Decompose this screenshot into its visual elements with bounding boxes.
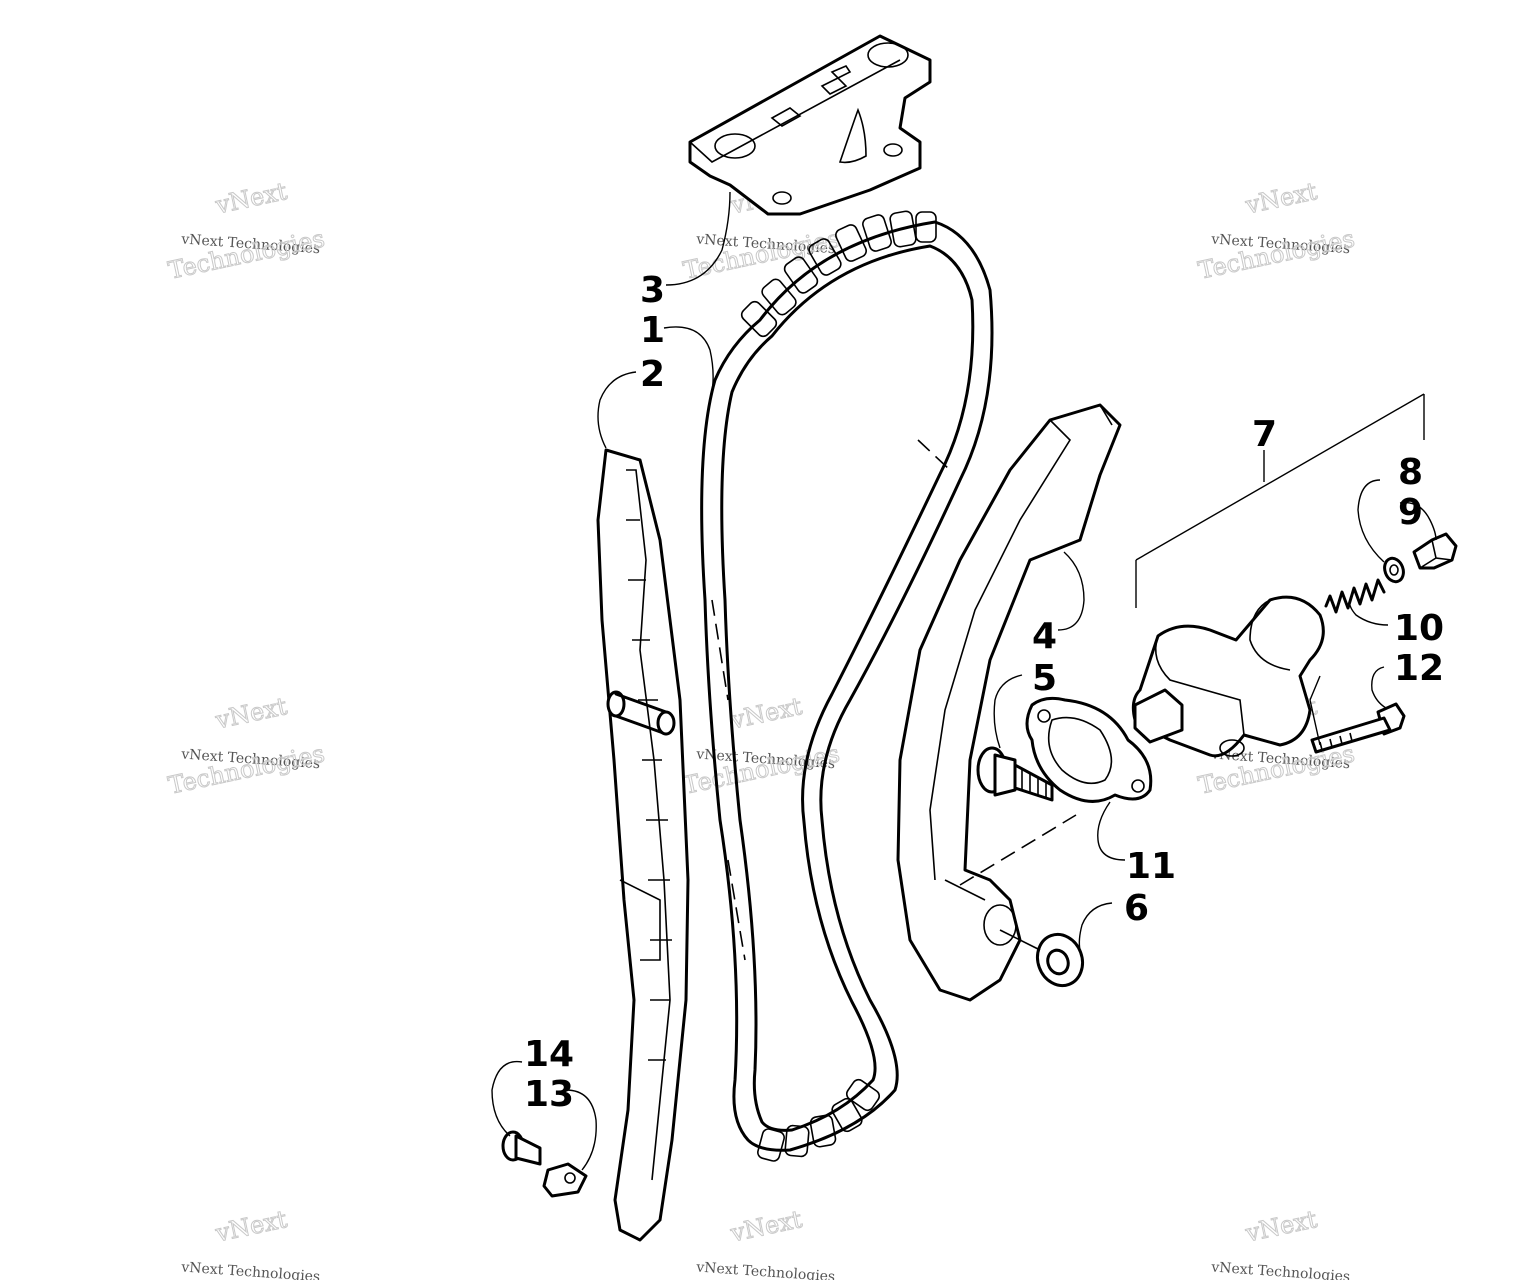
callout-1: 1 <box>640 310 665 351</box>
part-12-mount-bolt <box>1310 702 1406 754</box>
part-7-tensioner-assembly <box>1131 595 1325 758</box>
watermark: vNext vNext Technologies <box>695 1205 836 1280</box>
watermark-line1: vNext <box>212 692 290 735</box>
part-11-gasket <box>1025 696 1153 803</box>
part-5-pivot-bolt <box>976 746 1054 802</box>
part-14-screw <box>501 1130 542 1166</box>
part-9-cap-bolt <box>1412 532 1458 570</box>
part-3-chain-guide-bracket <box>688 34 932 216</box>
callout-10: 10 <box>1394 608 1444 649</box>
callouts: 3 1 2 7 8 9 10 12 4 5 11 6 14 13 <box>524 270 1444 1115</box>
chain-links-top <box>740 210 937 338</box>
part-6-washer <box>999 929 1085 988</box>
part-10-spring <box>1324 578 1386 614</box>
leader-lines <box>491 191 1437 1171</box>
watermark: vNext vNext Technologies Technologies <box>165 177 327 286</box>
part-4-tensioner-chain-guide <box>896 403 1122 1002</box>
callout-2: 2 <box>640 354 665 395</box>
watermark-line2: vNext Technologies <box>695 1259 836 1280</box>
watermark: vNext vNext Technologies Technologies <box>680 692 842 801</box>
callout-8: 8 <box>1398 452 1423 493</box>
part-8-sealing-washer <box>1383 556 1405 584</box>
callout-14: 14 <box>524 1034 574 1075</box>
callout-5: 5 <box>1032 658 1057 699</box>
part-2-front-chain-guide <box>596 448 690 1242</box>
watermark: vNext vNext Technologies Technologies <box>1195 177 1357 286</box>
watermark-line1: vNext <box>727 692 805 735</box>
callout-4: 4 <box>1032 616 1057 657</box>
watermark: vNext vNext Technologies <box>1210 1205 1351 1280</box>
watermark-line1: vNext <box>212 177 290 220</box>
callout-11: 11 <box>1126 846 1176 887</box>
chain-links-bottom <box>757 1078 881 1162</box>
watermark-line1: vNext <box>1242 177 1320 220</box>
watermark-line2: vNext Technologies <box>1210 1259 1351 1280</box>
callout-6: 6 <box>1124 888 1149 929</box>
callout-3: 3 <box>640 270 665 311</box>
part-13-retainer-plate <box>542 1162 588 1198</box>
watermark-line1: vNext <box>212 1205 290 1248</box>
part-1-cam-chain <box>700 210 994 1162</box>
watermark: vNext vNext Technologies <box>180 1205 321 1280</box>
watermark-line1: vNext <box>1242 1205 1320 1248</box>
watermark: vNext vNext Technologies Technologies <box>165 692 327 801</box>
callout-12: 12 <box>1394 648 1444 689</box>
callout-7: 7 <box>1252 414 1277 455</box>
watermark-line2: vNext Technologies <box>180 1259 321 1280</box>
callout-9: 9 <box>1398 492 1423 533</box>
watermark-line1: vNext <box>727 1205 805 1248</box>
callout-13: 13 <box>524 1074 574 1115</box>
